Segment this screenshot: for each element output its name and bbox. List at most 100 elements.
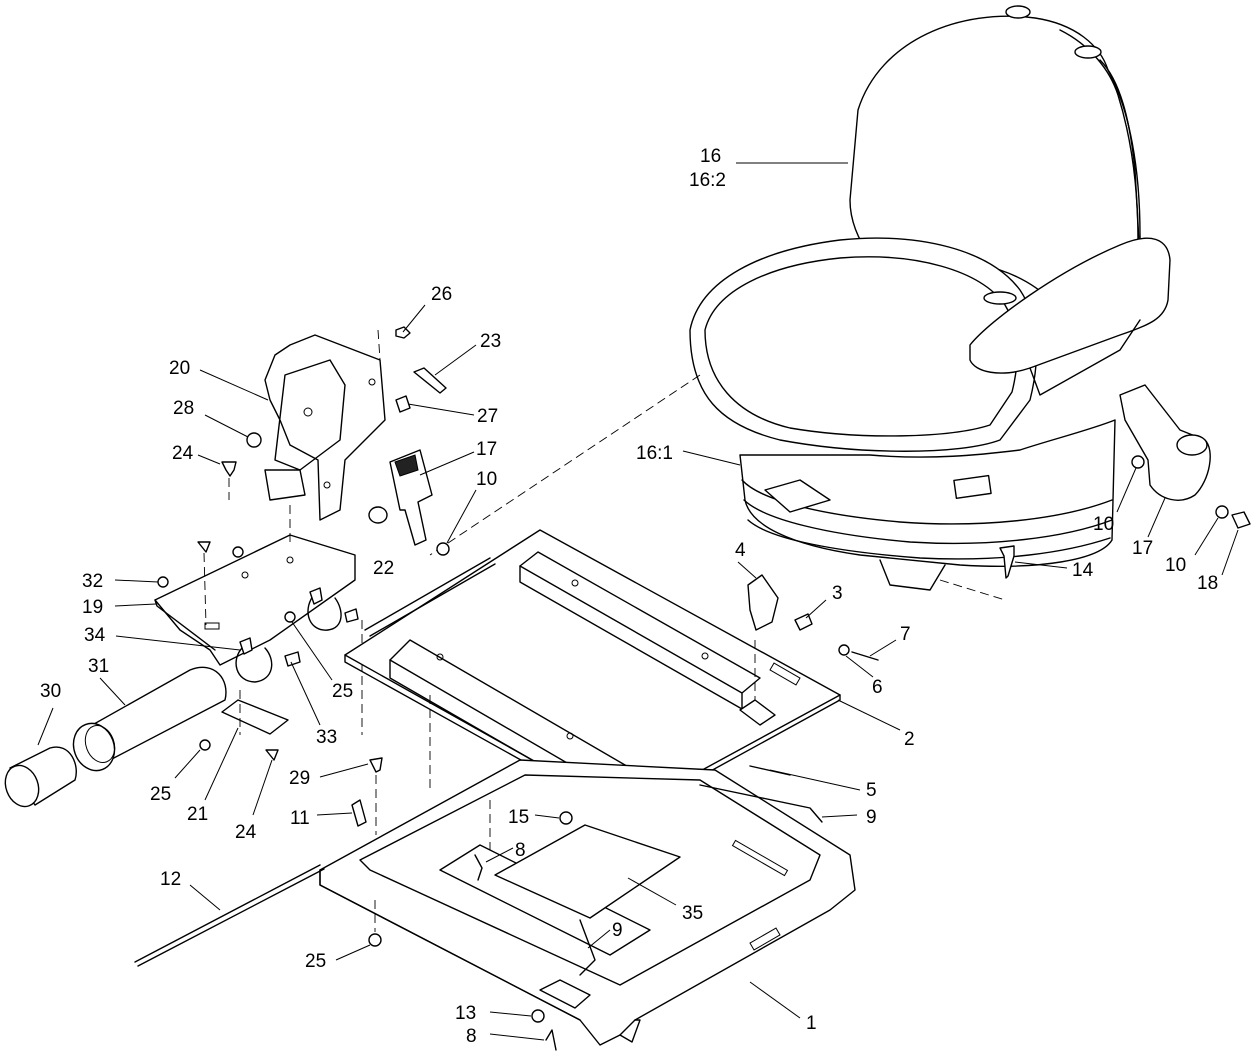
leader-35 xyxy=(627,877,677,906)
leader-32 xyxy=(114,579,159,583)
carriage-bolt-top xyxy=(197,541,211,553)
leader-25a xyxy=(291,621,333,681)
leader-13 xyxy=(489,1011,532,1017)
leader-29 xyxy=(319,763,369,778)
carriage-bolt-24a xyxy=(221,461,237,477)
leader-25c xyxy=(335,944,371,961)
pin-7 xyxy=(851,651,879,661)
seat-rail-right-side xyxy=(519,565,743,710)
leader-18 xyxy=(1221,529,1239,576)
decal-35 xyxy=(494,824,681,919)
bolt-clamp-b xyxy=(344,608,359,623)
bracket-20 xyxy=(264,334,386,521)
washer-6 xyxy=(838,644,850,656)
callout-16: 16 xyxy=(700,146,721,167)
leader-16-1 xyxy=(682,450,741,466)
callout-8a: 8 xyxy=(515,840,526,861)
leader-33 xyxy=(290,661,321,726)
clamp-bracket-21 xyxy=(221,699,289,735)
leader-6 xyxy=(845,655,874,678)
callout-19: 19 xyxy=(82,597,103,618)
bolt-23 xyxy=(413,367,447,394)
callout-29: 29 xyxy=(289,768,310,789)
callout-10b: 10 xyxy=(1093,514,1114,535)
mount-plate-19 xyxy=(154,534,356,666)
latch-plate-front xyxy=(539,979,591,1009)
callout-15: 15 xyxy=(508,807,529,828)
bolt-14 xyxy=(999,545,1015,579)
nut-top-plate xyxy=(232,546,244,558)
base-frame-front xyxy=(319,869,581,1021)
adjust-rod-9b xyxy=(579,919,596,976)
callout-4: 4 xyxy=(735,540,746,561)
callout-20: 20 xyxy=(169,358,190,379)
clamp-34a xyxy=(235,646,273,683)
bracket-assembly xyxy=(221,326,1251,579)
nut-25b xyxy=(199,739,211,751)
rod-12-b xyxy=(137,868,325,967)
seat-weight-indicator xyxy=(953,474,992,499)
leader-34 xyxy=(115,635,241,651)
spacer-27 xyxy=(395,395,411,413)
leader-17a xyxy=(419,451,475,476)
callout-32: 32 xyxy=(82,571,103,592)
callout-9a: 9 xyxy=(866,807,877,828)
seat-mount-plate-assembly xyxy=(344,529,879,845)
bracket-20-inner xyxy=(274,359,346,471)
base-frame-slot-2 xyxy=(749,927,781,951)
seat-rail-bottom xyxy=(879,559,946,591)
nut-26 xyxy=(395,326,411,339)
clip-8a xyxy=(474,854,483,881)
callout-14: 14 xyxy=(1072,560,1094,581)
leader-12 xyxy=(189,884,221,911)
callout-22: 22 xyxy=(373,558,394,579)
base-frame-assembly xyxy=(134,757,856,1051)
leader-9a xyxy=(821,814,858,818)
leader-30 xyxy=(37,707,54,746)
base-frame-opening xyxy=(439,844,651,956)
bolt-29 xyxy=(369,757,383,773)
seat-armrest xyxy=(969,237,1171,374)
callout-35: 35 xyxy=(682,903,703,924)
leader-1 xyxy=(749,981,801,1019)
callout-18: 18 xyxy=(1197,573,1218,594)
seat-backrest-knob-side xyxy=(1074,45,1102,59)
callout-13: 13 xyxy=(455,1003,476,1024)
bolt-18 xyxy=(1231,511,1251,529)
callout-11: 11 xyxy=(290,808,310,829)
leader-24b xyxy=(252,759,273,816)
washer-10c xyxy=(1215,505,1229,519)
rail-hole-3 xyxy=(436,653,444,661)
plate-slot xyxy=(769,662,801,686)
leader-2 xyxy=(837,699,901,731)
seat-belt-buckle-button xyxy=(394,454,419,477)
leader-4 xyxy=(737,561,757,579)
cup-holder-sleeve-mouth xyxy=(72,722,116,772)
clip-8b xyxy=(545,1029,557,1051)
cotter-pin-11 xyxy=(351,799,367,827)
leader-17b xyxy=(1147,497,1166,538)
nut-15 xyxy=(559,811,573,825)
grommet-28 xyxy=(246,432,262,448)
callout-9b: 9 xyxy=(612,920,623,941)
pivot-rod-2 xyxy=(369,563,496,637)
callout-31: 31 xyxy=(88,656,109,677)
pivot-rod xyxy=(364,557,491,631)
leader-9b xyxy=(587,929,611,949)
spacer-22 xyxy=(368,506,388,524)
mount-plate-hole-2 xyxy=(286,556,294,564)
leader-25b xyxy=(174,749,201,779)
callout-10a: 10 xyxy=(476,469,497,490)
seat-armrest-lower xyxy=(1029,319,1141,396)
seat-bolt-alignment-line xyxy=(939,579,1006,601)
seat-suspension-line-2 xyxy=(743,499,1113,545)
leader-7 xyxy=(869,639,897,657)
seat-backrest-knob-top xyxy=(1005,5,1031,19)
bracket-hole-3 xyxy=(368,378,376,386)
leader-5 xyxy=(769,769,861,791)
nut-25c xyxy=(368,933,382,947)
leader-8a xyxy=(485,847,514,863)
base-frame-rear-lip xyxy=(619,1019,641,1043)
leader-11 xyxy=(316,812,353,816)
callout-1: 1 xyxy=(806,1013,817,1034)
